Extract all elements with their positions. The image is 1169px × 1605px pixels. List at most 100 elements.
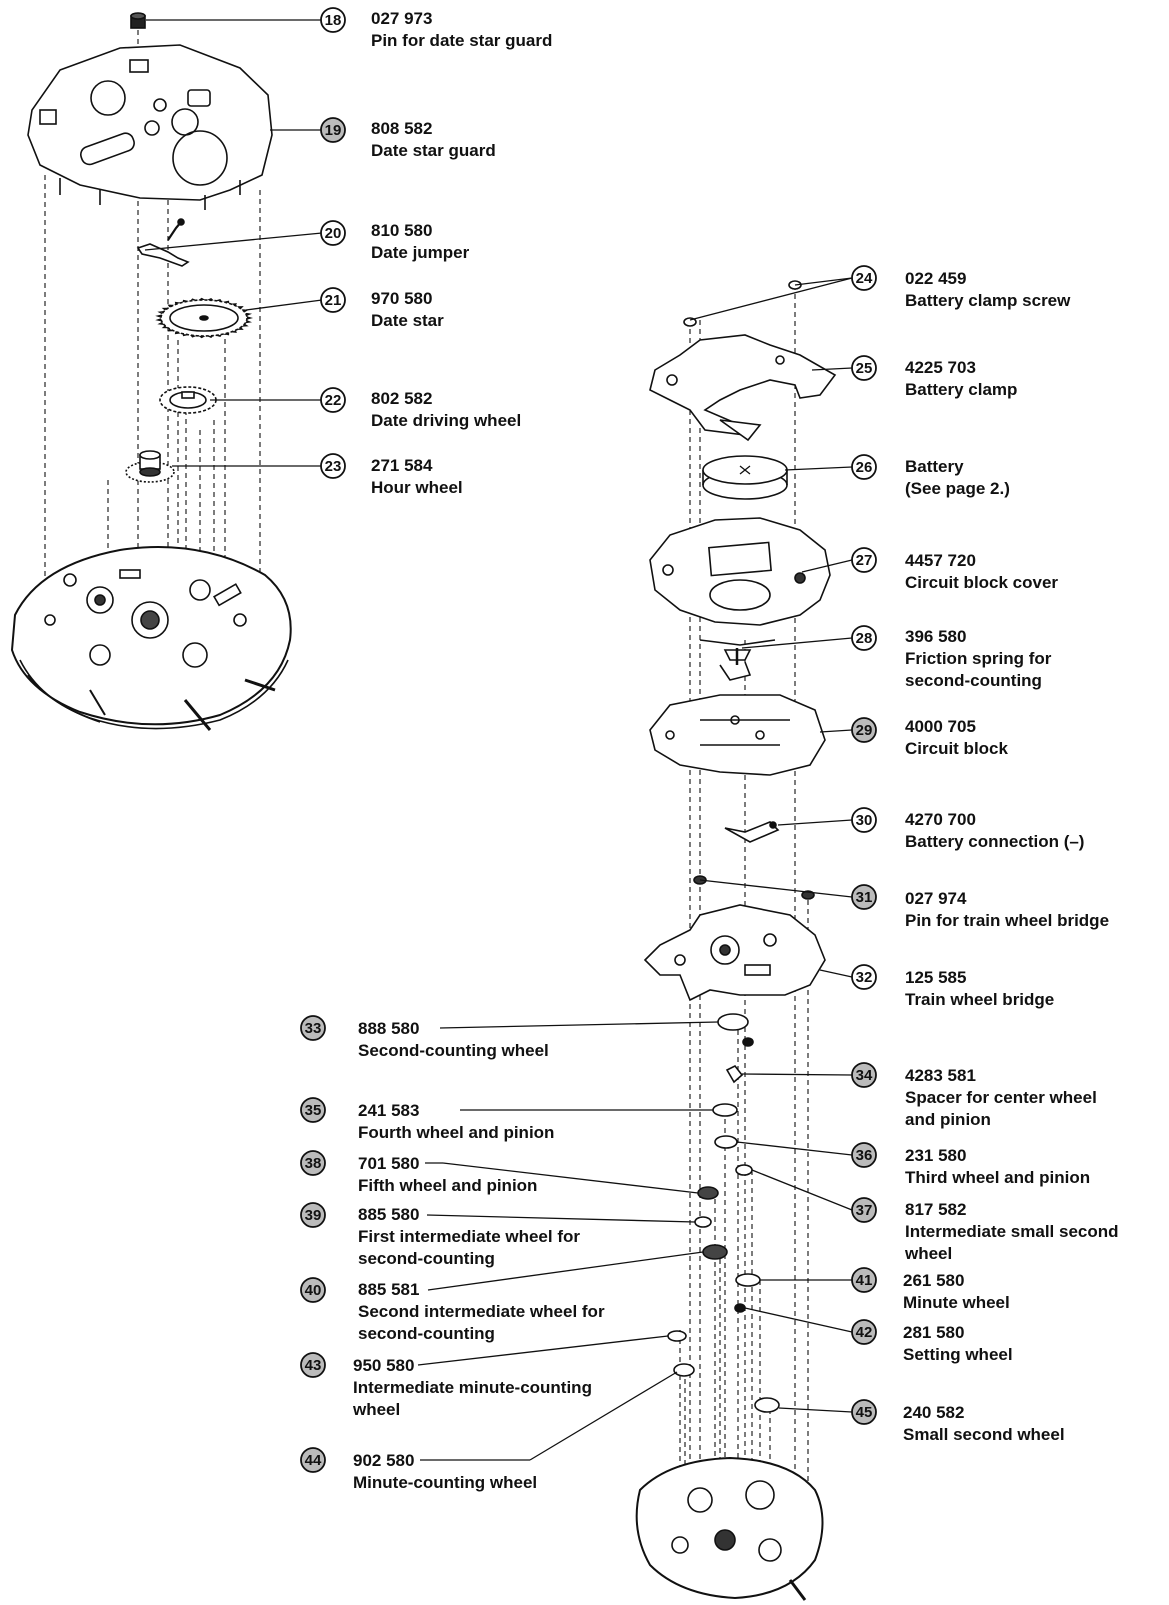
part-description: Hour wheel (371, 478, 463, 497)
date-star-guard-plate (27, 44, 273, 210)
part-description: second-counting (358, 1249, 495, 1268)
circuit-block (649, 694, 826, 776)
part-code: 4283 581 (905, 1066, 976, 1085)
callout-41: 41 (851, 1267, 877, 1293)
part-code: 808 582 (371, 119, 433, 138)
part-description: Minute wheel (903, 1293, 1010, 1312)
right-base-movement (635, 1456, 824, 1601)
callout-22: 22 (320, 387, 346, 413)
part-code: 4000 705 (905, 717, 976, 736)
part-description: Third wheel and pinion (905, 1168, 1091, 1187)
svg-text:25: 25 (856, 360, 873, 377)
part-code: 802 582 (371, 389, 433, 408)
callout-32: 32 (851, 964, 877, 990)
part-label-23: 271 584 Hour wheel (371, 455, 463, 499)
part-label-37: 817 582 Intermediate small second wheel (905, 1199, 1119, 1265)
svg-text:37: 37 (856, 1202, 873, 1219)
part-code: 261 580 (903, 1271, 965, 1290)
callout-43: 43 (300, 1352, 326, 1378)
battery-cell (702, 455, 788, 500)
svg-text:30: 30 (856, 812, 873, 829)
part-description: Circuit block (905, 739, 1008, 758)
callout-markers: 18 19 20 21 22 23 24 25 26 27 28 29 30 3… (300, 7, 877, 1473)
callout-29: 29 (851, 717, 877, 743)
part-code: 4225 703 (905, 358, 976, 377)
part-description: Friction spring for (905, 649, 1052, 668)
svg-text:19: 19 (325, 122, 342, 139)
svg-text:31: 31 (856, 889, 873, 906)
part-description: Date star (371, 311, 444, 330)
callout-24: 24 (851, 265, 877, 291)
train-wheel-bridge-pins (693, 875, 815, 900)
svg-text:45: 45 (856, 1404, 873, 1421)
callout-30: 30 (851, 807, 877, 833)
part-label-24: 022 459 Battery clamp screw (905, 268, 1070, 312)
part-description: Battery connection (–) (905, 832, 1085, 851)
train-wheel-bridge (643, 904, 826, 1002)
callout-44: 44 (300, 1447, 326, 1473)
part-code: 271 584 (371, 456, 433, 475)
part-description: First intermediate wheel for (358, 1227, 580, 1246)
part-label-36: 231 580 Third wheel and pinion (905, 1145, 1090, 1189)
part-code: 4270 700 (905, 810, 976, 829)
part-description: second-counting (905, 671, 1042, 690)
part-label-19: 808 582 Date star guard (371, 118, 496, 162)
part-label-40: 885 581 Second intermediate wheel for se… (358, 1279, 605, 1345)
part-label-34: 4283 581 Spacer for center wheel and pin… (905, 1065, 1097, 1131)
part-label-29: 4000 705 Circuit block (905, 716, 1008, 760)
part-description: Spacer for center wheel (905, 1088, 1097, 1107)
callout-26: 26 (851, 454, 877, 480)
part-description: Pin for train wheel bridge (905, 911, 1110, 930)
part-label-42: 281 580 Setting wheel (903, 1322, 1013, 1366)
part-code: 810 580 (371, 221, 433, 240)
part-code: 885 581 (358, 1280, 420, 1299)
battery-clamp (649, 334, 837, 442)
svg-text:42: 42 (856, 1324, 873, 1341)
svg-text:22: 22 (325, 392, 342, 409)
part-label-18: 027 973 Pin for date star guard (371, 8, 552, 52)
callout-21: 21 (320, 287, 346, 313)
part-label-27: 4457 720 Circuit block cover (905, 550, 1058, 594)
part-label-41: 261 580 Minute wheel (903, 1270, 1010, 1314)
right-exploded-assembly (635, 280, 837, 1601)
part-label-38: 701 580 Fifth wheel and pinion (358, 1153, 537, 1197)
date-star-wheel (155, 297, 254, 339)
hour-wheel (125, 450, 175, 483)
date-jumper (136, 218, 190, 267)
svg-text:34: 34 (856, 1067, 873, 1084)
friction-spring (699, 639, 776, 681)
part-description: Setting wheel (903, 1345, 1013, 1364)
callout-23: 23 (320, 453, 346, 479)
callout-42: 42 (851, 1319, 877, 1345)
part-label-32: 125 585 Train wheel bridge (905, 967, 1054, 1011)
part-description: (See page 2.) (905, 479, 1010, 498)
minute-wheel (735, 1273, 761, 1287)
callout-27: 27 (851, 547, 877, 573)
pin-date-star-guard (130, 12, 146, 29)
svg-text:27: 27 (856, 552, 873, 569)
part-label-33: 888 580 Second-counting wheel (358, 1018, 549, 1062)
callout-34: 34 (851, 1062, 877, 1088)
svg-text:26: 26 (856, 459, 873, 476)
part-code: 885 580 (358, 1205, 420, 1224)
part-label-35: 241 583 Fourth wheel and pinion (358, 1100, 554, 1144)
fourth-wheel-and-pinion (712, 1103, 738, 1117)
svg-text:32: 32 (856, 969, 873, 986)
small-second-wheel (754, 1397, 780, 1413)
part-code: 240 582 (903, 1403, 965, 1422)
part-code: 027 974 (905, 889, 967, 908)
part-code: 022 459 (905, 269, 967, 288)
svg-text:24: 24 (856, 270, 873, 287)
part-code: 125 585 (905, 968, 967, 987)
callout-36: 36 (851, 1142, 877, 1168)
part-label-28: 396 580 Friction spring for second-count… (905, 626, 1051, 692)
callout-18: 18 (320, 7, 346, 33)
part-code: 701 580 (358, 1154, 420, 1173)
part-description: Fifth wheel and pinion (358, 1176, 538, 1195)
svg-text:35: 35 (305, 1102, 322, 1119)
part-label-39: 885 580 First intermediate wheel for sec… (358, 1204, 580, 1270)
svg-text:36: 36 (856, 1147, 873, 1164)
part-description: Pin for date star guard (371, 31, 553, 50)
date-driving-wheel (159, 386, 217, 414)
